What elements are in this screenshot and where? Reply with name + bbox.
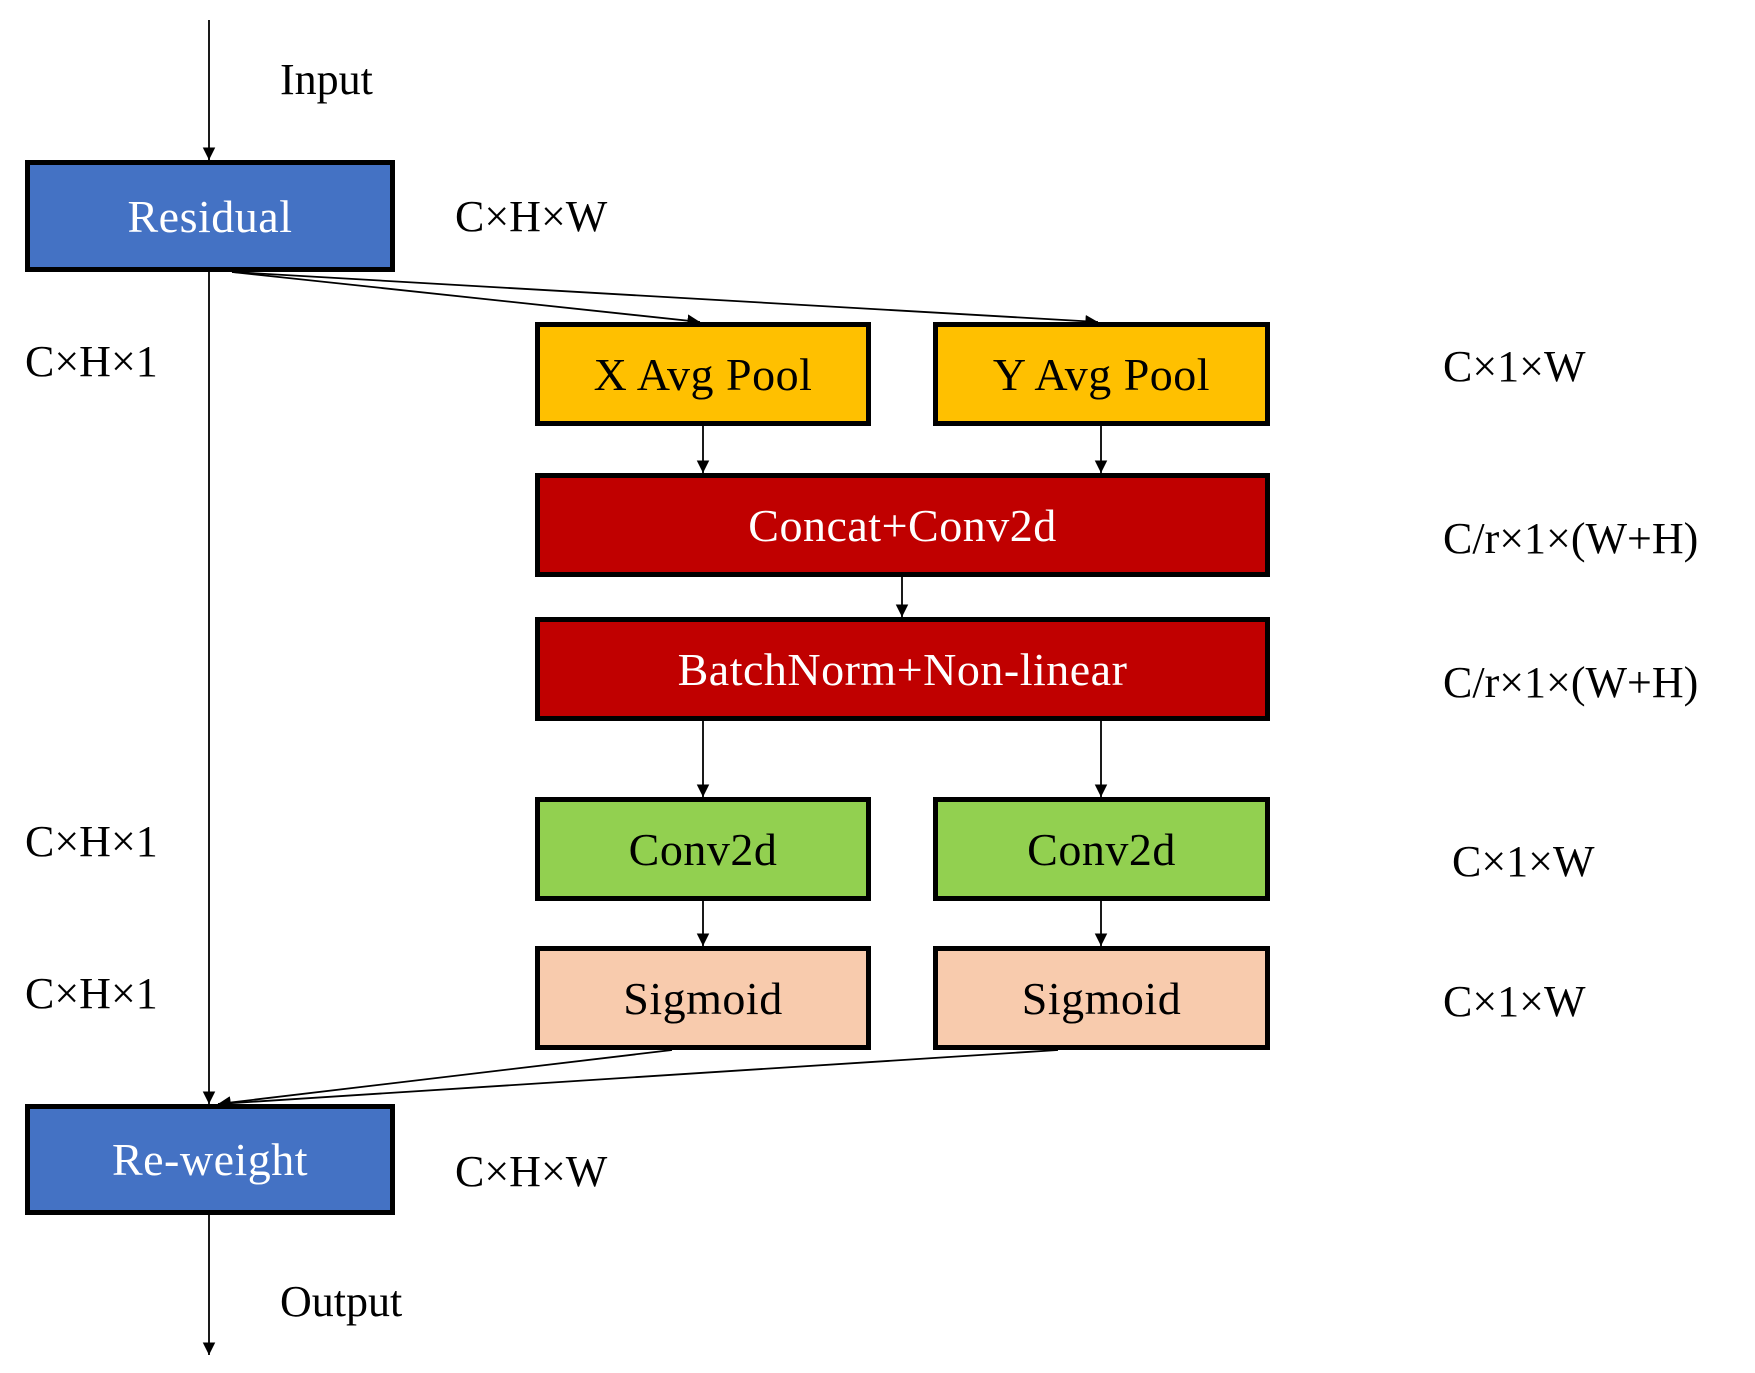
- batchnorm-nonlinear-block: BatchNorm+Non-linear: [535, 617, 1270, 721]
- residual-block: Residual: [25, 160, 395, 272]
- reweight-block: Re-weight: [25, 1104, 395, 1215]
- arrow-sigmoid-right-to-reweight: [217, 1049, 1059, 1110]
- pool-right-dim-label: C×1×W: [1443, 342, 1586, 391]
- arrow-sigmoid-left-to-reweight: [217, 1049, 673, 1109]
- input-label: Input: [280, 55, 373, 104]
- residual-dim-label: C×H×W: [455, 192, 608, 241]
- arrow-residual-to-y-pool: [231, 271, 1099, 328]
- sigmoid-right-dim-label: C×1×W: [1443, 977, 1586, 1026]
- concat-dim-label: C/r×1×(W+H): [1443, 514, 1699, 563]
- left-dim-label-1: C×H×1: [25, 337, 158, 386]
- sigmoid-left-block: Sigmoid: [535, 946, 871, 1050]
- sigmoid-right-block: Sigmoid: [933, 946, 1270, 1050]
- concat-conv2d-block: Concat+Conv2d: [535, 473, 1270, 577]
- output-label: Output: [280, 1277, 403, 1326]
- conv-right-dim-label: C×1×W: [1452, 837, 1595, 886]
- conv2d-left-block: Conv2d: [535, 797, 871, 901]
- arrow-residual-to-x-pool: [231, 271, 701, 327]
- reweight-dim-label: C×H×W: [455, 1147, 608, 1196]
- left-dim-label-3: C×H×1: [25, 969, 158, 1018]
- conv2d-right-block: Conv2d: [933, 797, 1270, 901]
- x-avg-pool-block: X Avg Pool: [535, 322, 871, 426]
- y-avg-pool-block: Y Avg Pool: [933, 322, 1270, 426]
- bn-dim-label: C/r×1×(W+H): [1443, 658, 1699, 707]
- left-dim-label-2: C×H×1: [25, 817, 158, 866]
